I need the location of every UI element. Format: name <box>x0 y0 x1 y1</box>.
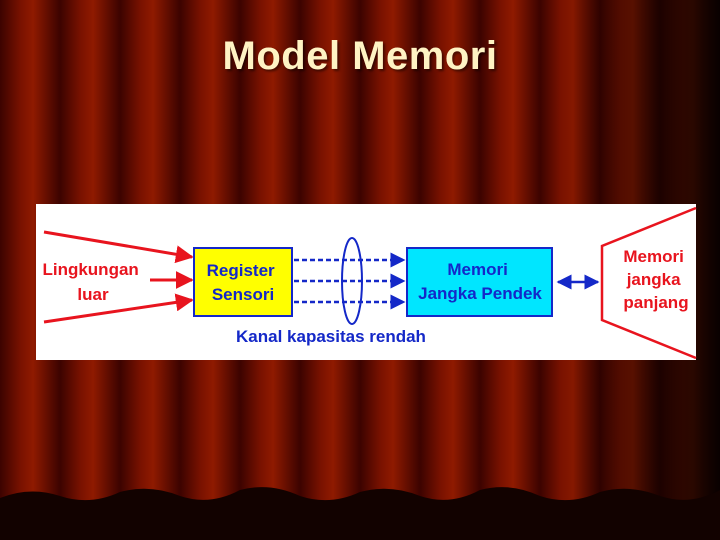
environment-label: Lingkungan luar <box>42 260 143 304</box>
short-term-memory-box <box>406 247 553 317</box>
environment-label-line-2: luar <box>77 285 109 304</box>
channel-bottleneck-ellipse <box>341 237 363 325</box>
long-term-memory-label-line-1: Memori <box>623 247 683 266</box>
long-term-memory-label-line-3: panjang <box>623 293 688 312</box>
environment-label-line-1: Lingkungan <box>42 260 138 279</box>
memory-model-diagram: Lingkungan luar Register Sensori Memori … <box>36 204 697 360</box>
short-term-memory-label-line-1: Memori <box>447 260 507 279</box>
channel-caption: Kanal kapasitas rendah <box>236 327 426 346</box>
slide-title: Model Memori <box>222 34 498 78</box>
sensory-register-label-line-1: Register <box>207 261 275 280</box>
input-arrow-top <box>43 230 194 264</box>
input-arrow-bottom <box>43 293 194 324</box>
sensory-register-box <box>193 247 293 317</box>
long-term-memory-label-line-2: jangka <box>626 270 681 289</box>
long-term-memory-shape <box>600 206 697 360</box>
long-term-memory-label: Memori jangka panjang <box>623 247 688 312</box>
sensory-register-label-line-2: Sensori <box>212 285 274 304</box>
sensory-register-label: Register Sensori <box>207 261 280 304</box>
short-term-memory-label-line-2: Jangka Pendek <box>418 284 542 303</box>
short-term-memory-label: Memori Jangka Pendek <box>418 260 542 303</box>
